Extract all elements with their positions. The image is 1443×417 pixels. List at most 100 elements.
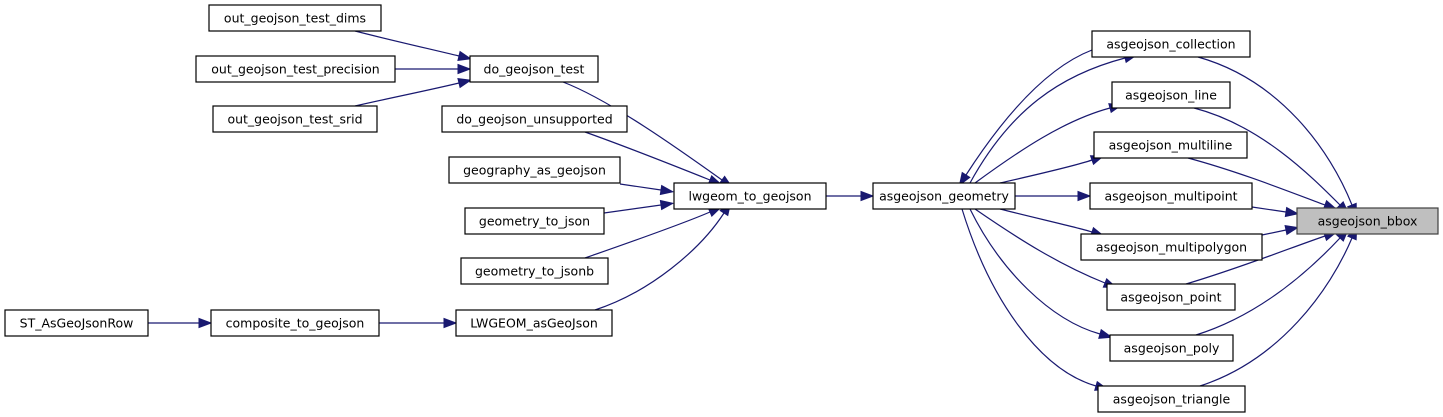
edge-line: [969, 208, 1101, 335]
node-geography_as_geojson[interactable]: geography_as_geojson: [448, 156, 621, 184]
node-asgeojson_line[interactable]: asgeojson_line: [1111, 81, 1231, 109]
node-out_geojson_test_precision[interactable]: out_geojson_test_precision: [195, 55, 396, 83]
node-do_geojson_test[interactable]: do_geojson_test: [469, 55, 599, 83]
node-asgeojson_point[interactable]: asgeojson_point: [1106, 283, 1236, 311]
node-label: lwgeom_to_geojson: [688, 189, 811, 204]
node-asgeojson_multipoint[interactable]: asgeojson_multipoint: [1089, 182, 1253, 210]
node-box[interactable]: [448, 156, 621, 184]
node-box[interactable]: [212, 105, 378, 133]
node-asgeojson_multipolygon[interactable]: asgeojson_multipolygon: [1080, 233, 1263, 261]
node-label: geometry_to_json: [479, 214, 590, 229]
edge-out_geojson_test_dims-to-do_geojson_test: [354, 30, 473, 61]
arrowhead-icon: [1284, 206, 1300, 218]
node-out_geojson_test_dims[interactable]: out_geojson_test_dims: [208, 4, 382, 32]
node-box[interactable]: [195, 55, 396, 83]
edge-do_geojson_unsupported-to-lwgeom_to_geojson: [584, 131, 723, 185]
edge-asgeojson_geometry-to-asgeojson_multipoint: [1015, 190, 1092, 202]
edge-asgeojson_multiline-to-asgeojson_bbox: [1187, 157, 1338, 210]
node-out_geojson_test_srid[interactable]: out_geojson_test_srid: [212, 105, 378, 133]
node-box[interactable]: [1296, 207, 1439, 235]
arrowhead-icon: [860, 190, 875, 202]
edge-out_geojson_test_srid-to-do_geojson_test: [354, 78, 473, 107]
edge-line: [1193, 107, 1341, 206]
node-box[interactable]: [1080, 233, 1263, 261]
edge-asgeojson_geometry-to-asgeojson_multiline: [999, 155, 1105, 184]
arrowhead-icon: [1077, 190, 1092, 202]
node-box[interactable]: [1093, 131, 1248, 159]
node-box[interactable]: [1109, 334, 1234, 362]
edge-line: [603, 204, 662, 214]
node-label: asgeojson_collection: [1106, 37, 1235, 52]
node-LWGEOM_asGeoJson[interactable]: LWGEOM_asGeoJson: [455, 309, 613, 337]
arrowhead-icon: [958, 171, 971, 187]
node-box[interactable]: [464, 207, 605, 235]
edge-line: [584, 211, 711, 259]
arrowhead-icon: [198, 317, 213, 329]
node-label: geometry_to_jsonb: [475, 264, 594, 279]
edge-line: [1187, 157, 1326, 206]
node-do_geojson_unsupported[interactable]: do_geojson_unsupported: [441, 105, 628, 133]
arrowhead-icon: [1098, 328, 1113, 339]
node-box[interactable]: [673, 182, 827, 210]
node-box[interactable]: [1091, 30, 1251, 58]
node-asgeojson_bbox[interactable]: asgeojson_bbox: [1296, 207, 1439, 235]
edge-line: [974, 208, 1106, 284]
node-asgeojson_collection[interactable]: asgeojson_collection: [1091, 30, 1251, 58]
node-label: asgeojson_point: [1120, 290, 1221, 305]
edge-line: [965, 49, 1093, 176]
node-box[interactable]: [208, 4, 382, 32]
edge-line: [1195, 237, 1341, 336]
node-label: asgeojson_bbox: [1318, 214, 1418, 229]
edge-line: [594, 212, 725, 311]
edge-asgeojson_multipoint-to-asgeojson_bbox: [1251, 206, 1300, 218]
node-box[interactable]: [4, 309, 149, 337]
node-label: asgeojson_poly: [1124, 341, 1220, 356]
edge-line: [354, 30, 460, 57]
edge-line: [619, 183, 662, 191]
edge-out_geojson_test_precision-to-do_geojson_test: [395, 63, 472, 75]
node-box[interactable]: [872, 182, 1016, 210]
node-label: asgeojson_multipoint: [1104, 189, 1237, 204]
node-asgeojson_poly[interactable]: asgeojson_poly: [1109, 334, 1234, 362]
node-label: ST_AsGeoJsonRow: [20, 316, 134, 331]
node-composite_to_geojson[interactable]: composite_to_geojson: [210, 309, 380, 337]
node-label: asgeojson_multiline: [1109, 138, 1233, 153]
node-asgeojson_triangle[interactable]: asgeojson_triangle: [1097, 385, 1246, 413]
node-lwgeom_to_geojson[interactable]: lwgeom_to_geojson: [673, 182, 827, 210]
node-box[interactable]: [210, 309, 380, 337]
edge-LWGEOM_asGeoJson-to-lwgeom_to_geojson: [594, 201, 732, 311]
node-box[interactable]: [1089, 182, 1253, 210]
node-label: asgeojson_triangle: [1113, 392, 1231, 407]
node-box[interactable]: [1097, 385, 1246, 413]
node-box[interactable]: [455, 309, 613, 337]
edge-line: [1261, 229, 1287, 236]
edge-asgeojson_geometry-to-asgeojson_multipolygon: [999, 208, 1105, 237]
node-label: LWGEOM_asGeoJson: [470, 316, 598, 331]
node-box[interactable]: [469, 55, 599, 83]
node-box[interactable]: [441, 105, 628, 133]
edge-geometry_to_json-to-lwgeom_to_geojson: [603, 199, 675, 214]
edge-line: [999, 208, 1093, 233]
arrowhead-icon: [457, 78, 473, 89]
node-geometry_to_json[interactable]: geometry_to_json: [464, 207, 605, 235]
arrowhead-icon: [659, 184, 675, 196]
node-label: out_geojson_test_dims: [224, 11, 366, 26]
arrowhead-icon: [457, 50, 473, 61]
node-asgeojson_multiline[interactable]: asgeojson_multiline: [1093, 131, 1248, 159]
node-box[interactable]: [1106, 283, 1236, 311]
node-ST_AsGeoJsonRow[interactable]: ST_AsGeoJsonRow: [4, 309, 149, 337]
edge-lwgeom_to_geojson-to-asgeojson_geometry: [826, 190, 875, 202]
node-label: out_geojson_test_precision: [211, 62, 379, 77]
edge-line: [961, 208, 1097, 387]
node-box[interactable]: [1111, 81, 1231, 109]
edge-geometry_to_jsonb-to-lwgeom_to_geojson: [584, 206, 723, 259]
arrowhead-icon: [457, 63, 472, 75]
edge-line: [354, 82, 460, 107]
node-geometry_to_jsonb[interactable]: geometry_to_jsonb: [460, 257, 609, 285]
edge-line: [584, 131, 711, 181]
edge-line: [974, 107, 1111, 184]
edge-geography_as_geojson-to-lwgeom_to_geojson: [619, 183, 675, 196]
node-asgeojson_geometry[interactable]: asgeojson_geometry: [872, 182, 1016, 210]
node-box[interactable]: [460, 257, 609, 285]
